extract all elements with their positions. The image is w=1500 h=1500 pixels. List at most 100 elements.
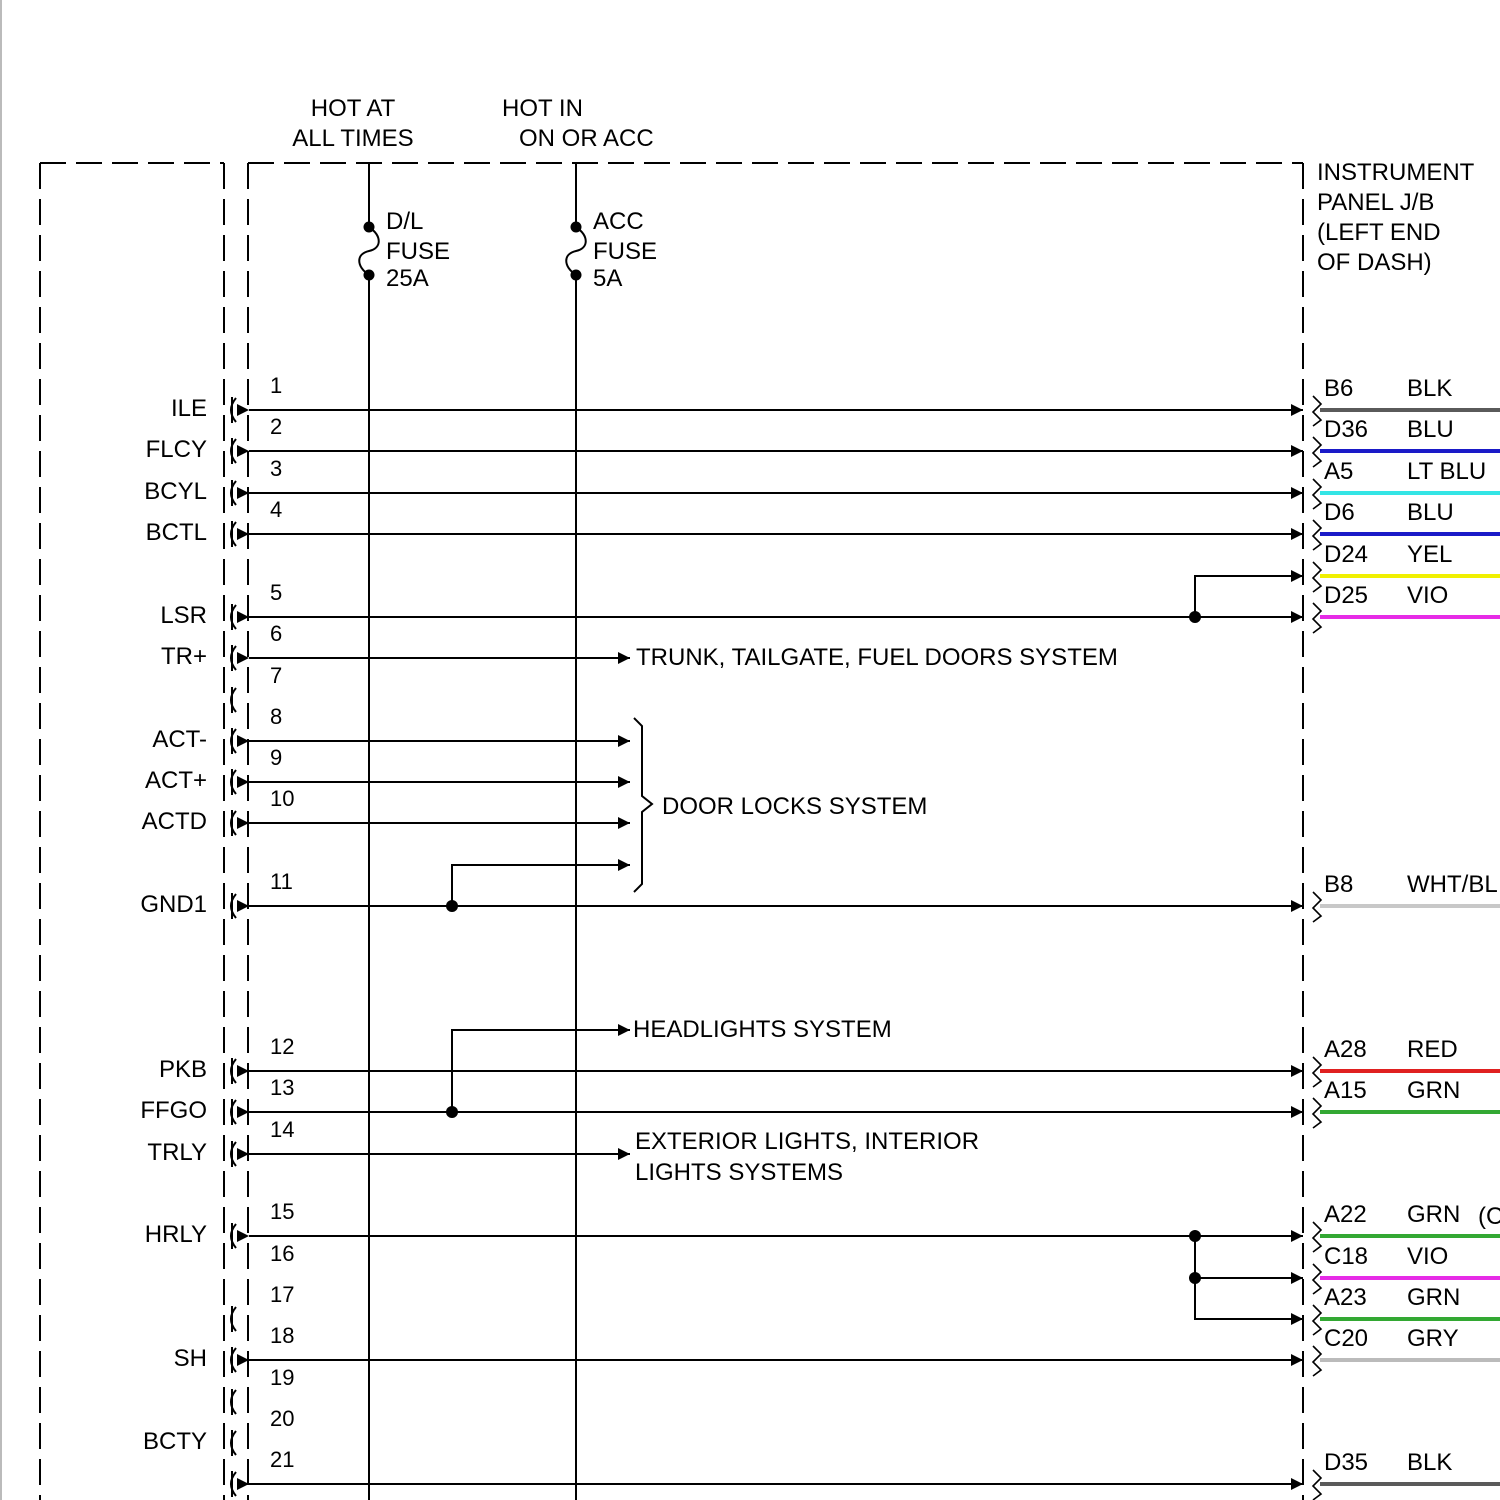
wire-color-label: GRN [1407, 1284, 1460, 1311]
jb-terminal-symbol [1313, 1470, 1321, 1500]
module-pin-name: LSR [160, 602, 207, 629]
module-pin-name: FFGO [140, 1097, 207, 1124]
acc-fuse-symbol [566, 222, 586, 281]
jb-terminal-symbol [1313, 396, 1321, 426]
door-locks-bracket [634, 718, 652, 892]
wire-color-label: RED [1407, 1036, 1458, 1063]
jb-terminal-symbol [1313, 1057, 1321, 1087]
pin-number: 9 [270, 745, 282, 770]
wire-color-label: WHT/BL [1407, 871, 1498, 898]
jb-terminal-symbol [1313, 562, 1321, 592]
wire-color-label: GRN [1407, 1077, 1460, 1104]
hot-in-label-2: ON OR ACC [519, 125, 654, 152]
jb-label-1: INSTRUMENT [1317, 159, 1475, 186]
splice-dot [1189, 1272, 1201, 1284]
jb-label-2: PANEL J/B [1317, 189, 1434, 216]
pin-number: 12 [270, 1034, 294, 1059]
jb-terminal-symbol [1313, 479, 1321, 509]
wire-color-label: BLK [1407, 1449, 1452, 1476]
jb-pin-id: A28 [1324, 1036, 1367, 1063]
jb-pin-id: A5 [1324, 458, 1353, 485]
pin-number: 16 [270, 1241, 294, 1266]
jb-pin-id: D36 [1324, 416, 1368, 443]
jb-pin-id: D25 [1324, 582, 1368, 609]
wire-pin-11-branch [452, 865, 630, 906]
pin-number: 10 [270, 786, 294, 811]
pin-number: 17 [270, 1282, 294, 1307]
wire-pin-5-branch [1195, 576, 1303, 617]
wire-color-label: GRY [1407, 1325, 1459, 1352]
pin-number: 14 [270, 1117, 294, 1142]
module-pin-name: HRLY [145, 1221, 207, 1248]
junction-box-outline [248, 163, 1303, 1500]
jb-pin-id: D35 [1324, 1449, 1368, 1476]
pin-number: 11 [270, 869, 293, 894]
jb-label-3: (LEFT END [1317, 219, 1441, 246]
module-pin-name: ACT+ [145, 767, 207, 794]
module-pin-name: ILE [171, 395, 207, 422]
jb-pin-id: D6 [1324, 499, 1355, 526]
module-pin-name: BCTY [143, 1428, 207, 1455]
pin-number: 4 [270, 497, 282, 522]
module-pin-name: FLCY [146, 436, 207, 463]
jb-terminal-symbol [1313, 1222, 1321, 1252]
wire-color-label: LT BLU [1407, 458, 1486, 485]
pin-number: 15 [270, 1199, 294, 1224]
jb-terminal-symbol [1313, 437, 1321, 467]
pin-number: 6 [270, 621, 282, 646]
pin-number: 21 [270, 1447, 294, 1472]
pin-number: 5 [270, 580, 282, 605]
wire-color-label: BLK [1407, 375, 1452, 402]
jb-pin-id: A22 [1324, 1201, 1367, 1228]
jb-terminal-symbol [1313, 1098, 1321, 1128]
jb-pin-id: B8 [1324, 871, 1353, 898]
pin-number: 7 [270, 663, 282, 688]
jb-pin-id: C18 [1324, 1243, 1368, 1270]
module-pin-name: PKB [159, 1056, 207, 1083]
module-pin-name: BCTL [146, 519, 207, 546]
jb-terminal-symbol [1313, 520, 1321, 550]
dl-fuse-label-3: 25A [386, 265, 429, 292]
door-locks-system-label: DOOR LOCKS SYSTEM [662, 793, 927, 820]
trunk-system-label: TRUNK, TAILGATE, FUEL DOORS SYSTEM [636, 644, 1118, 671]
pin-number: 2 [270, 414, 282, 439]
wire-color-label: GRN [1407, 1201, 1460, 1228]
module-pin-name: TRLY [147, 1139, 207, 1166]
module-pin-name: ACTD [142, 808, 207, 835]
acc-fuse-label-3: 5A [593, 265, 622, 292]
module-pin-name: GND1 [140, 891, 207, 918]
dl-fuse-symbol [359, 222, 379, 281]
jb-pin-id: A23 [1324, 1284, 1367, 1311]
exterior-lights-label-1: EXTERIOR LIGHTS, INTERIOR [635, 1128, 979, 1155]
jb-pin-id: B6 [1324, 375, 1353, 402]
jb-terminal-symbol [1313, 1305, 1321, 1335]
module-pin-name: BCYL [144, 478, 207, 505]
pin-number: 18 [270, 1323, 294, 1348]
wire-color-label: BLU [1407, 499, 1454, 526]
wire-color-label: VIO [1407, 1243, 1448, 1270]
jb-terminal-symbol [1313, 1346, 1321, 1376]
signal-wires [249, 410, 1303, 1484]
module-pin-name: TR+ [161, 643, 207, 670]
wire-color-label: BLU [1407, 416, 1454, 443]
headlights-system-label: HEADLIGHTS SYSTEM [633, 1016, 892, 1043]
pin-number: 20 [270, 1406, 294, 1431]
pin-number: 1 [270, 373, 282, 398]
jb-terminal-symbol [1313, 1264, 1321, 1294]
pin-number: 8 [270, 704, 282, 729]
wire-note: (C [1478, 1203, 1500, 1230]
wire-pin-15-branch-a [1195, 1236, 1303, 1278]
module-pin-name: ACT- [152, 726, 207, 753]
jb-pin-id: D24 [1324, 541, 1368, 568]
splice-dot [1189, 611, 1201, 623]
splice-dot [1189, 1230, 1201, 1242]
hot-in-label-1: HOT IN [502, 95, 583, 122]
jb-pin-id: A15 [1324, 1077, 1367, 1104]
hot-at-label-2: ALL TIMES [292, 125, 413, 152]
wire-color-label: VIO [1407, 582, 1448, 609]
acc-fuse-label-2: FUSE [593, 238, 657, 265]
splice-dot [446, 900, 458, 912]
pin-number: 3 [270, 456, 282, 481]
